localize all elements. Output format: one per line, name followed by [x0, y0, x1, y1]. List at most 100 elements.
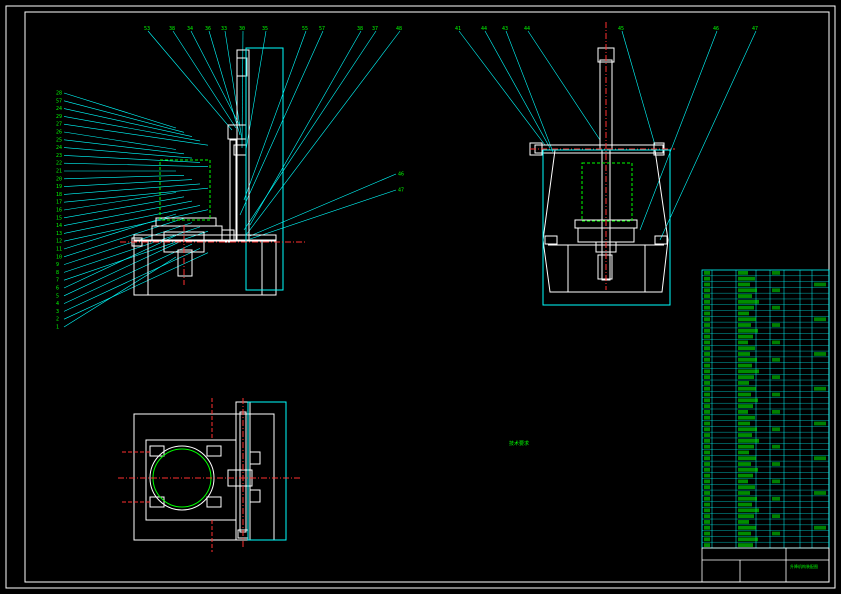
table-cell-text	[738, 404, 753, 408]
table-cell-text	[814, 525, 826, 530]
part-number-label: 34	[187, 26, 193, 32]
table-cell-text	[704, 276, 710, 281]
table-cell-text	[738, 352, 750, 356]
table-cell-text	[704, 323, 710, 327]
table-cell-text	[704, 299, 710, 304]
part-number-label: 46	[713, 26, 719, 32]
table-cell-text	[704, 473, 710, 478]
leader-line	[243, 30, 377, 231]
table-cell-text	[738, 392, 751, 397]
title-label: 升降机构装配图	[790, 563, 818, 569]
part-number-label: 9	[56, 262, 59, 268]
part-number-label: 44	[481, 26, 487, 32]
table-cell-text	[738, 491, 750, 495]
table-cell-text	[704, 543, 710, 547]
leader-line	[527, 30, 601, 141]
part-number-label: 25	[56, 137, 62, 143]
part-number-label: 6	[56, 286, 59, 292]
table-cell-text	[772, 271, 780, 275]
part-number-label: 35	[262, 26, 268, 32]
table-cell-text	[738, 520, 749, 524]
leader-line	[63, 131, 177, 150]
title-block	[701, 547, 830, 583]
table-cell-text	[738, 479, 748, 484]
part-number-label: 28	[56, 91, 62, 97]
table-cell-text	[704, 438, 710, 443]
part-number-label: 57	[319, 26, 325, 32]
part-number-label: 37	[372, 26, 378, 32]
table-cell-text	[704, 410, 710, 414]
part-number-label: 30	[239, 26, 245, 32]
table-cell-text	[738, 294, 752, 298]
table-cell-text	[738, 438, 759, 443]
part-number-label: 4	[56, 301, 59, 307]
table-cell-text	[704, 357, 710, 362]
table-cell-text	[704, 282, 710, 287]
table-cell-text	[704, 375, 710, 380]
table-cell-text	[738, 340, 748, 345]
table-cell-text	[738, 375, 754, 380]
part-number-label: 16	[56, 208, 62, 214]
table-cell-text	[772, 514, 780, 519]
table-cell-text	[704, 271, 710, 275]
front-hidden-box	[159, 159, 211, 221]
plan-casing	[247, 401, 287, 541]
table-cell-text	[772, 392, 780, 397]
table-cell-text	[704, 398, 710, 403]
part-number-label: 14	[56, 223, 62, 229]
part-number-label: 36	[205, 26, 211, 32]
part-number-label: 53	[144, 26, 150, 32]
leader-line	[621, 30, 656, 146]
part-number-label: 47	[752, 26, 758, 32]
leader-line	[208, 30, 241, 136]
leader-line	[243, 30, 307, 201]
part-number-label: 19	[56, 184, 62, 190]
table-cell-text	[738, 421, 750, 426]
table-cell-text	[704, 496, 710, 501]
part-number-label: 21	[56, 169, 62, 175]
table-cell-text	[704, 386, 710, 391]
leader-line	[63, 256, 177, 328]
table-cell-text	[738, 357, 757, 362]
part-number-label: 29	[56, 114, 62, 120]
part-number-label: 7	[56, 278, 59, 284]
side-casing	[542, 149, 671, 306]
table-cell-text	[814, 386, 826, 391]
part-number-label: 13	[56, 231, 62, 237]
table-cell-text	[772, 444, 780, 449]
table-cell-text	[738, 282, 750, 287]
table-cell-text	[738, 496, 757, 501]
table-cell-text	[704, 352, 710, 356]
table-cell-text	[738, 514, 754, 519]
side-hidden-box	[581, 162, 633, 222]
part-number-label: 55	[302, 26, 308, 32]
leader-line	[505, 30, 554, 153]
table-cell-text	[704, 421, 710, 426]
part-number-label: 26	[56, 130, 62, 136]
table-cell-text	[738, 386, 756, 391]
part-number-label: 38	[169, 26, 175, 32]
part-number-label: 23	[56, 153, 62, 159]
table-cell-text	[738, 271, 748, 275]
table-cell-text	[704, 508, 710, 513]
part-number-label: 5	[56, 293, 59, 299]
table-cell-text	[772, 288, 780, 293]
table-cell-text	[738, 299, 759, 304]
part-number-label: 44	[524, 26, 530, 32]
leader-line	[659, 30, 757, 241]
table-cell-text	[738, 427, 757, 432]
table-cell-text	[738, 328, 758, 333]
leader-line	[63, 108, 193, 137]
leader-line	[639, 30, 718, 231]
leader-line	[63, 183, 201, 195]
leader-line	[63, 213, 177, 250]
table-cell-text	[772, 305, 780, 310]
table-cell-text	[738, 450, 749, 455]
table-cell-text	[772, 410, 780, 414]
table-cell-text	[772, 375, 780, 380]
table-cell-text	[704, 450, 710, 455]
part-number-label: 2	[56, 317, 59, 323]
table-cell-text	[738, 398, 758, 403]
table-cell-text	[704, 462, 710, 466]
